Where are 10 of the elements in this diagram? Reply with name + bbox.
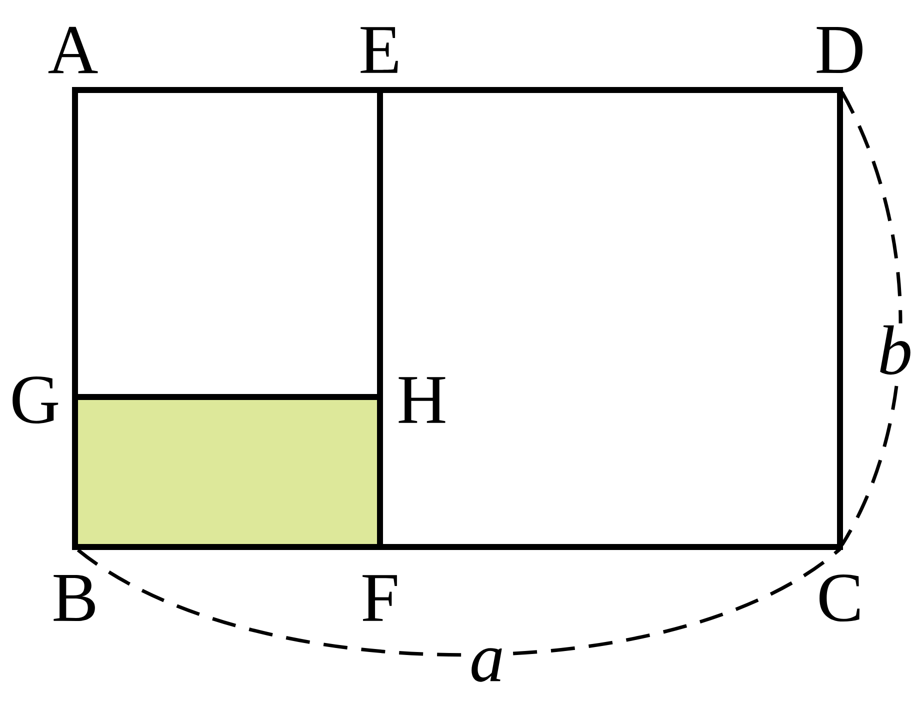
dimension-label: b — [876, 323, 914, 377]
point-label: C — [814, 572, 866, 624]
point-label: A — [46, 24, 100, 76]
dimension-label: a — [468, 646, 506, 684]
point-label: B — [50, 572, 100, 624]
point-label: H — [394, 375, 450, 425]
point-label: G — [8, 374, 62, 426]
point-label: D — [812, 25, 868, 75]
point-label: F — [358, 573, 402, 623]
point-label: E — [356, 25, 404, 75]
